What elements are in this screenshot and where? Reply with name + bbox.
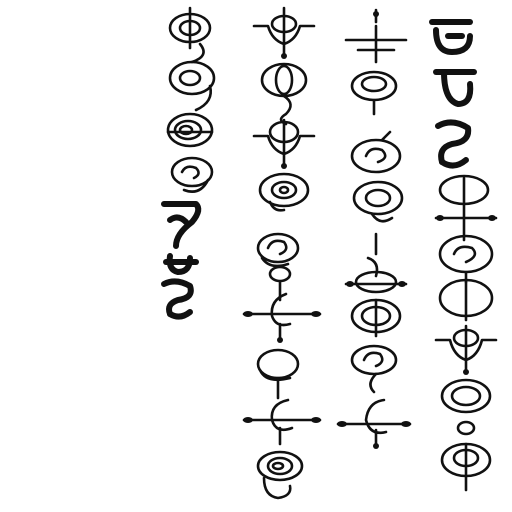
glyph-spiral [256, 450, 304, 500]
glyph-circle-loop [168, 6, 212, 64]
glyph-circle-loop [350, 70, 398, 116]
glyph-cup-ring [252, 6, 316, 59]
glyph-bold-letter [163, 253, 199, 275]
glyph-cross-spiral [336, 398, 412, 449]
glyph-cup-ring [252, 118, 316, 169]
glyph-spiral [350, 130, 402, 174]
glyph-circle-loop [438, 278, 494, 322]
glyph-column-4 [429, 19, 498, 492]
glyph-bold-letter [429, 19, 473, 55]
glyph-spiral [268, 265, 292, 302]
glyph-circle-loop [166, 112, 214, 148]
glyph-cup-ring [434, 324, 498, 375]
glyph-spiral [256, 232, 300, 268]
glyph-spiral [258, 172, 310, 212]
glyph-bold-letter [161, 278, 194, 320]
glyph-bold-letter [435, 119, 472, 169]
glyph-column-2 [242, 6, 322, 500]
glyph-bold-letter [161, 201, 202, 249]
glyph-spiral [170, 156, 214, 193]
glyph-circle-loop [256, 348, 300, 400]
glyph-bold-letter [433, 69, 477, 107]
glyph-cross-spiral [242, 292, 322, 343]
glyph-spiral [438, 234, 494, 284]
glyph-cross-ring [434, 174, 498, 242]
glyph-spiral [350, 344, 398, 394]
glyph-cross-lines [344, 8, 408, 64]
glyph-circle-loop [168, 60, 216, 112]
glyph-spiral [352, 180, 404, 223]
glyph-column-1 [161, 6, 216, 320]
glyph-circle-loop [440, 378, 492, 436]
glyph-cross-spiral [242, 398, 322, 446]
glyph-spiral [440, 442, 492, 492]
glyph-cross-ring [344, 232, 408, 294]
glyph-circle-loop [260, 62, 308, 126]
glyph-circle-loop [350, 298, 402, 338]
glyph-column-3 [336, 8, 412, 449]
